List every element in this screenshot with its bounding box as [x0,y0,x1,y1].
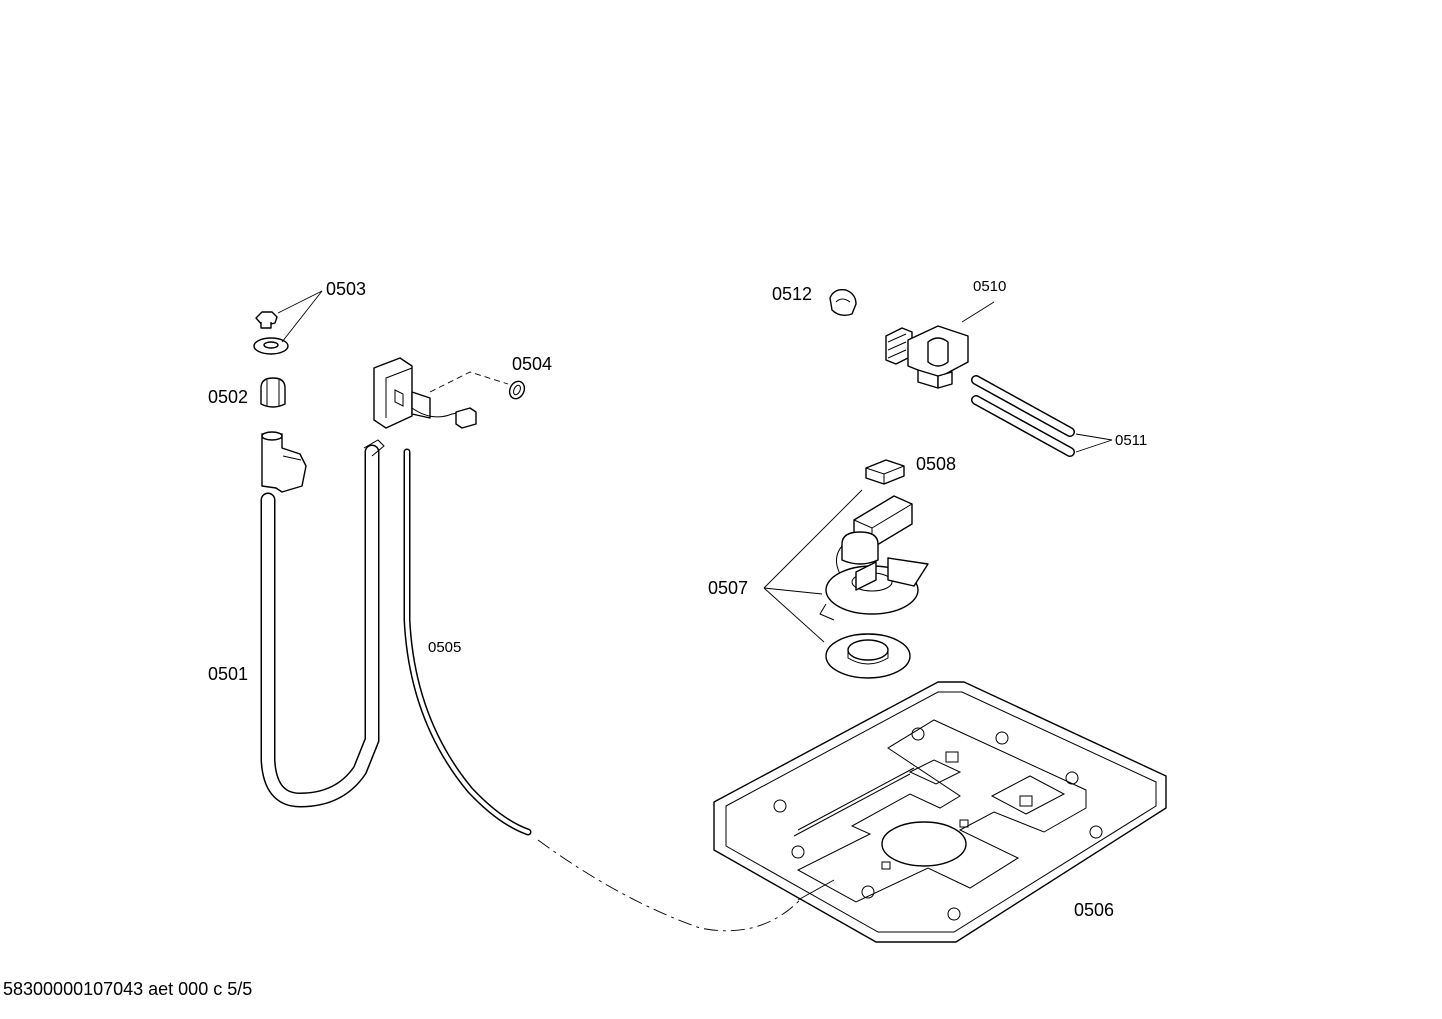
part-0502-cap-nut [260,377,286,408]
part-0508-connector [865,459,905,485]
part-0503-screw [255,311,278,329]
part-0501-inlet-hose [260,431,385,808]
part-0505-drain-hose [403,448,532,836]
leader-0506 [797,879,835,901]
part-0511-tubes [971,375,1075,457]
part-0501-valve-box [373,357,477,429]
leader-0504-dashed [429,371,509,393]
label-0505: 0505 [428,639,461,656]
part-0506-base-plate [713,681,1167,943]
label-0503: 0503 [326,279,366,299]
part-0507-diaphragm [825,633,911,679]
part-0507-level-sensor [819,495,929,621]
label-0507: 0507 [708,578,748,598]
part-0504-seal-ring [508,380,526,400]
drawing-reference: 58300000107043 aet 000 c 5/5 [3,979,253,999]
leader-0505-dashed [537,839,801,932]
label-0511: 0511 [1115,432,1147,449]
part-0512-cap [829,288,857,317]
part-0510-inlet-valve [885,325,969,389]
label-0506: 0506 [1074,900,1114,920]
label-0512: 0512 [772,284,812,304]
leader-0510 [961,301,995,323]
part-0503-washer [253,337,289,355]
leader-0511 [1075,433,1113,453]
leader-0507 [763,489,863,643]
label-0502: 0502 [208,387,248,407]
label-0504: 0504 [512,354,552,374]
label-0508: 0508 [916,454,956,474]
label-0501: 0501 [208,664,248,684]
label-0510: 0510 [973,278,1006,295]
leader-0503 [277,290,323,343]
